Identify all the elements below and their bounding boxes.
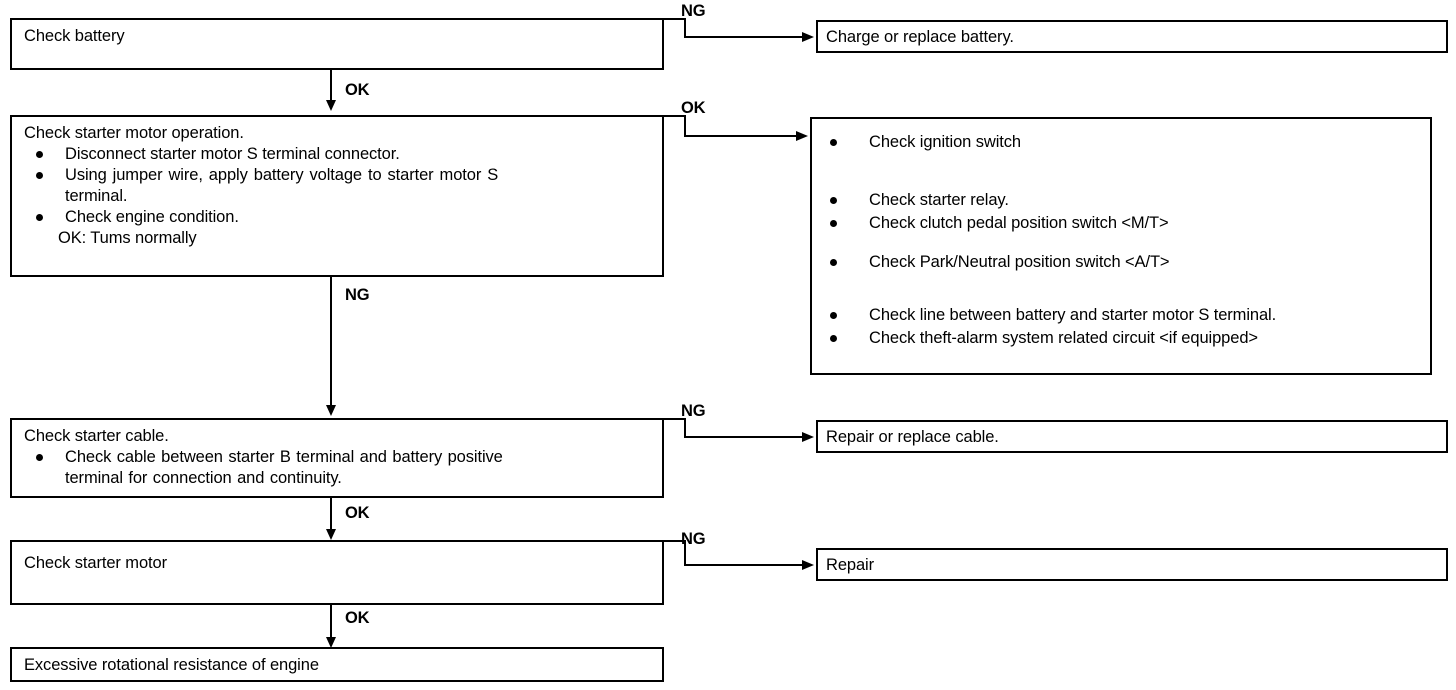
edge-label-starter-motor-ok: OK (345, 609, 370, 627)
list-item: Check engine condition. (36, 207, 646, 228)
bullet-icon (830, 139, 837, 146)
edge-motor-op-ng-vertical (330, 277, 332, 407)
charge-or-replace-battery-label: Charge or replace battery. (826, 28, 1014, 46)
list-item: Check theft-alarm system related circuit… (830, 328, 1258, 349)
bullet-icon (36, 454, 43, 461)
edge-label-motor-op-ok: OK (681, 99, 706, 117)
bullet-icon (36, 214, 43, 221)
edge-starter-motor-ng-stub (664, 540, 686, 542)
edge-starter-motor-ng-vertical (684, 540, 686, 566)
bullet-icon (830, 312, 837, 319)
starter-motor-operation-heading: Check starter motor operation. (24, 124, 244, 142)
list-item-label: Using jumper wire, apply battery voltage… (65, 166, 499, 205)
edge-battery-ng-vertical (684, 18, 686, 38)
node-check-starter-motor: Check starter motor (10, 540, 664, 605)
edge-label-cable-ok: OK (345, 504, 370, 522)
list-item-label: Check engine condition. (65, 208, 239, 226)
list-item-label: Check starter relay. (869, 191, 1009, 209)
list-item-label: Check clutch pedal position switch <M/T> (869, 214, 1169, 232)
bullet-icon (830, 335, 837, 342)
list-item-label: Disconnect starter motor S terminal conn… (65, 145, 400, 163)
node-charge-or-replace-battery: Charge or replace battery. (816, 20, 1448, 53)
edge-battery-ng-arrowhead (802, 32, 814, 42)
edge-label-starter-motor-ng: NG (681, 530, 706, 548)
edge-label-battery-ng: NG (681, 2, 706, 20)
edge-battery-ng-stub (664, 18, 686, 20)
edge-battery-ng-horizontal (684, 36, 804, 38)
check-battery-heading: Check battery (24, 27, 125, 45)
bullet-icon (830, 197, 837, 204)
edge-starter-motor-ng-arrowhead (802, 560, 814, 570)
repair-or-replace-cable-label: Repair or replace cable. (826, 428, 999, 446)
edge-cable-ok-arrowhead (326, 529, 336, 540)
edge-starter-motor-ng-horizontal (684, 564, 804, 566)
repair-label: Repair (826, 556, 875, 574)
list-item: Check cable between starter B terminal a… (36, 447, 650, 489)
list-item: Using jumper wire, apply battery voltage… (36, 165, 650, 207)
edge-motor-op-ok-horizontal (684, 135, 800, 137)
edge-motor-op-ok-vertical (684, 115, 686, 137)
edge-motor-op-ok-stub (664, 115, 686, 117)
starter-motor-operation-note: OK: Tums normally (58, 229, 197, 247)
edge-motor-op-ok-arrowhead (796, 131, 808, 141)
edge-battery-ok-arrowhead (326, 100, 336, 111)
node-repair: Repair (816, 548, 1448, 581)
edge-cable-ng-stub (664, 418, 686, 420)
edge-cable-ng-vertical (684, 418, 686, 438)
node-check-starter-motor-operation: Check starter motor operation. Disconnec… (10, 115, 664, 277)
list-item-label: Check line between battery and starter m… (869, 306, 1277, 324)
edge-motor-op-ng-arrowhead (326, 405, 336, 416)
node-repair-or-replace-cable: Repair or replace cable. (816, 420, 1448, 453)
edge-label-cable-ng: NG (681, 402, 706, 420)
check-starter-cable-heading: Check starter cable. (24, 427, 169, 445)
list-item: Check Park/Neutral position switch <A/T> (830, 252, 1170, 273)
node-inspection-list: Check ignition switch Check starter rela… (810, 117, 1432, 375)
edge-label-battery-ok: OK (345, 81, 370, 99)
check-starter-motor-heading: Check starter motor (24, 554, 167, 572)
list-item-label: Check Park/Neutral position switch <A/T> (869, 253, 1170, 271)
list-item-label: Check ignition switch (869, 133, 1021, 151)
node-check-battery: Check battery (10, 18, 664, 70)
list-item: Check line between battery and starter m… (830, 305, 1276, 326)
list-item: Check starter relay. (830, 190, 1009, 211)
list-item-label: Check cable between starter B terminal a… (65, 448, 503, 487)
list-item: Disconnect starter motor S terminal conn… (36, 144, 646, 165)
bullet-icon (36, 151, 43, 158)
list-item: Check clutch pedal position switch <M/T> (830, 213, 1169, 234)
list-item-label: Check theft-alarm system related circuit… (869, 329, 1258, 347)
edge-starter-motor-ok-arrowhead (326, 637, 336, 648)
edge-cable-ng-horizontal (684, 436, 804, 438)
edge-starter-motor-ok-vertical (330, 605, 332, 645)
node-check-starter-cable: Check starter cable. Check cable between… (10, 418, 664, 498)
list-item: Check ignition switch (830, 132, 1021, 153)
excessive-resistance-heading: Excessive rotational resistance of engin… (24, 656, 319, 674)
node-excessive-rotational-resistance: Excessive rotational resistance of engin… (10, 647, 664, 682)
edge-cable-ok-vertical (330, 498, 332, 534)
bullet-icon (36, 172, 43, 179)
bullet-icon (830, 259, 837, 266)
edge-label-motor-op-ng: NG (345, 286, 370, 304)
edge-battery-ok-vertical (330, 70, 332, 104)
bullet-icon (830, 220, 837, 227)
edge-cable-ng-arrowhead (802, 432, 814, 442)
